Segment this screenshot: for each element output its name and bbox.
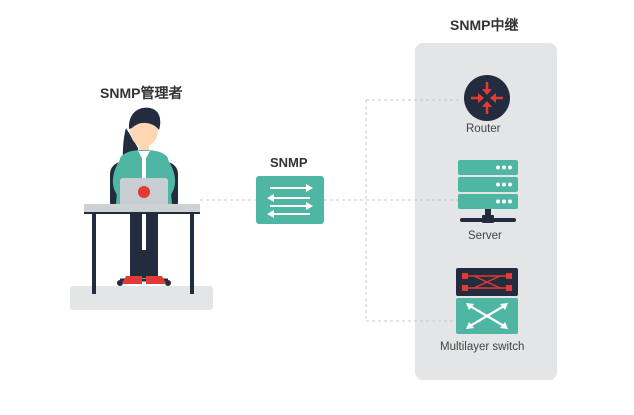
server-icon	[458, 160, 518, 223]
server-label: Server	[468, 230, 502, 242]
manager-person-illustration	[84, 107, 200, 294]
protocol-label: SNMP	[270, 155, 308, 170]
relay-title: SNMP中继	[450, 17, 519, 33]
multilayer-switch-icon	[456, 268, 518, 334]
manager-title: SNMP管理者	[100, 85, 183, 101]
multilayer-switch-label: Multilayer switch	[440, 341, 525, 353]
router-icon	[464, 75, 510, 121]
router-label: Router	[466, 123, 501, 135]
protocol-exchange-icon	[256, 176, 324, 224]
